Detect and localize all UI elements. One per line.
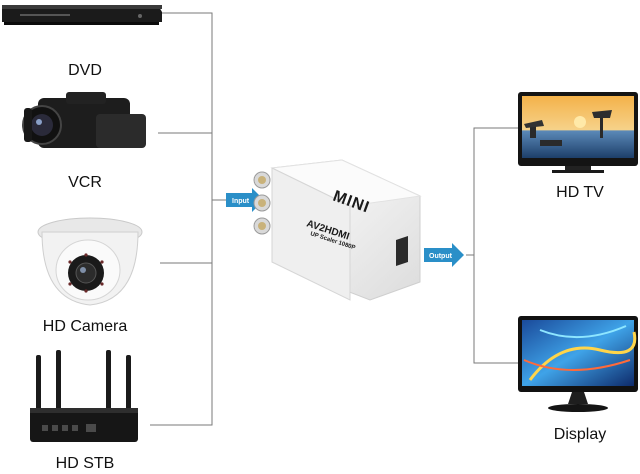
tv-icon [518,92,638,173]
converter-box-icon: MINI AV2HDMI UP Scaler 1080P [253,159,422,301]
output-arrow: Output [424,243,464,267]
line-tv [473,127,518,364]
router-icon [30,350,138,442]
label-dvd: DVD [68,62,102,79]
line-stb [150,200,213,426]
label-hd-tv: HD TV [556,184,604,201]
monitor-icon [518,316,638,412]
camcorder-icon [22,92,146,148]
input-arrow-label: Input [232,198,250,205]
label-hd-camera: HD Camera [42,318,128,335]
connector-lines [150,12,518,426]
dvd-player-icon [2,5,162,25]
output-arrow-label: Output [429,253,453,260]
label-vcr: VCR [68,174,102,191]
dome-camera-icon [37,217,143,306]
label-display: Display [553,426,607,443]
line-dvd [162,12,213,200]
label-hd-stb: HD STB [55,455,115,472]
